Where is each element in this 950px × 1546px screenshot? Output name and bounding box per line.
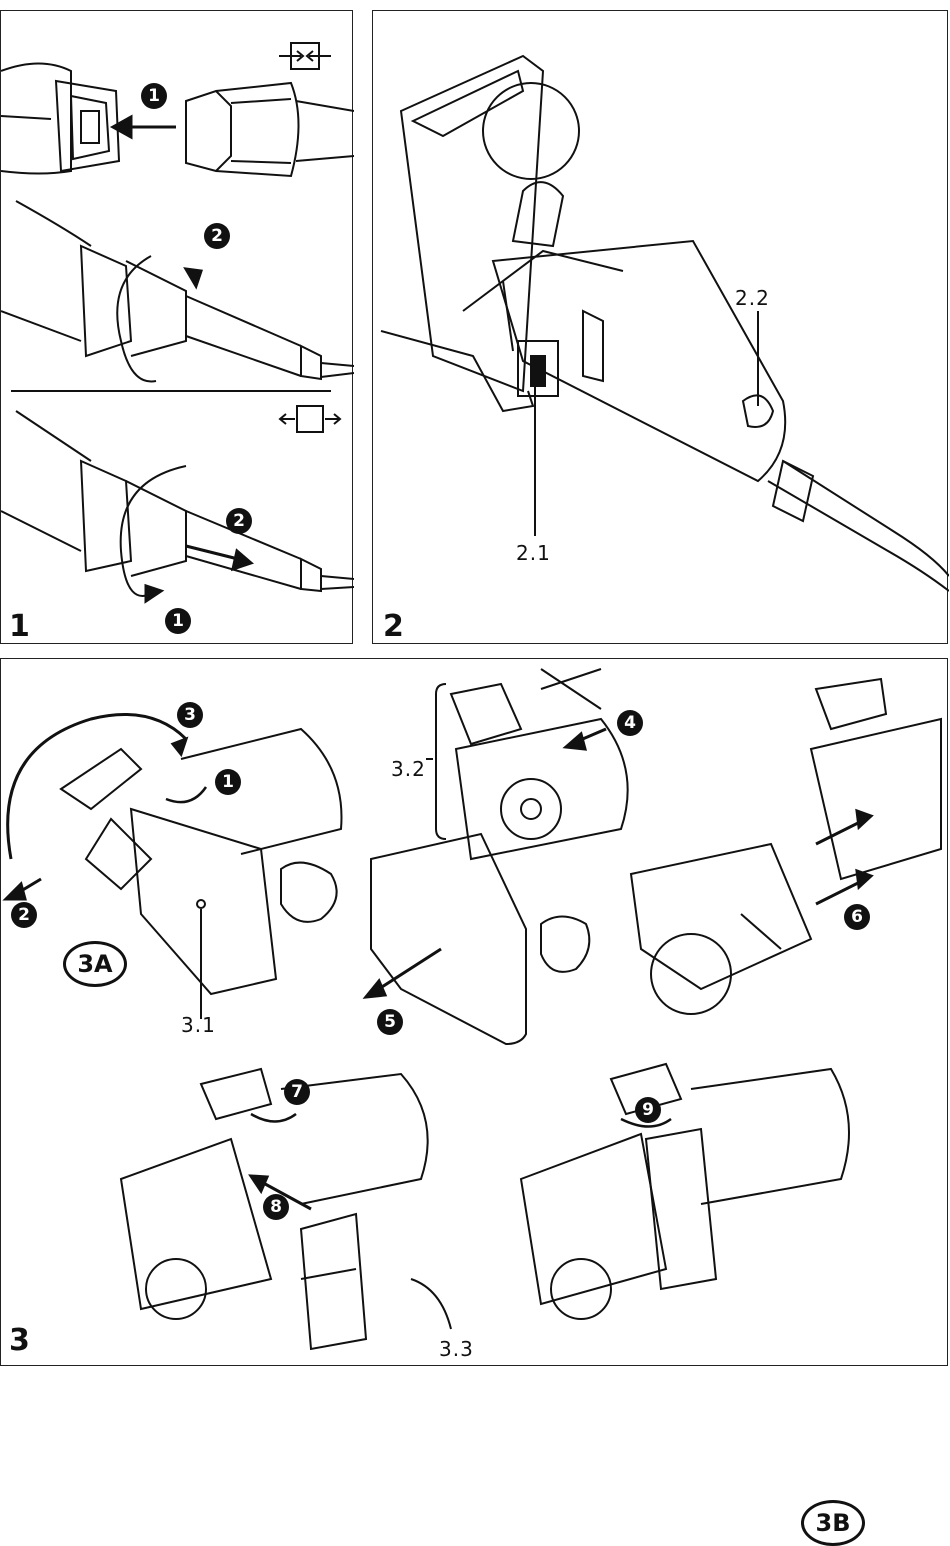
subfigure-label-3a: 3A — [63, 941, 127, 987]
step-badge: 5 — [377, 1009, 403, 1035]
label-adapter: 3.3 — [439, 1337, 474, 1361]
figure-1-illustration — [1, 11, 354, 645]
subfigure-label-3b: 3B — [801, 1500, 865, 1546]
step-badge: 2 — [204, 223, 230, 249]
figure-number: 2 — [383, 609, 404, 644]
step-badge: 2 — [11, 902, 37, 928]
step-badge: 6 — [844, 904, 870, 930]
step-badge: 2 — [226, 508, 252, 534]
label-fence: 3.1 — [181, 1013, 216, 1037]
step-badge: 9 — [635, 1097, 661, 1123]
figure-3-illustration — [1, 659, 949, 1367]
label-dial: 2.2 — [735, 286, 770, 310]
step-badge: 1 — [141, 83, 167, 109]
step-badge: 3 — [177, 702, 203, 728]
label-switch: 2.1 — [516, 541, 551, 565]
figure-number: 3 — [9, 1323, 30, 1358]
step-badge: 1 — [165, 608, 191, 634]
step-badge: 7 — [284, 1079, 310, 1105]
panel-figure-1: 1 2 2 1 1 — [0, 10, 353, 644]
step-badge: 4 — [617, 710, 643, 736]
panel-figure-3: 1 2 3 4 5 6 7 8 9 3A 3B 3.1 3.2 3.3 3 — [0, 658, 948, 1366]
step-badge: 1 — [215, 769, 241, 795]
label-bracket: 3.2 — [391, 757, 426, 781]
figure-number: 1 — [9, 609, 30, 644]
panel-figure-2: 2.1 2.2 2 — [372, 10, 948, 644]
figure-2-illustration — [373, 11, 949, 645]
step-badge: 8 — [263, 1194, 289, 1220]
